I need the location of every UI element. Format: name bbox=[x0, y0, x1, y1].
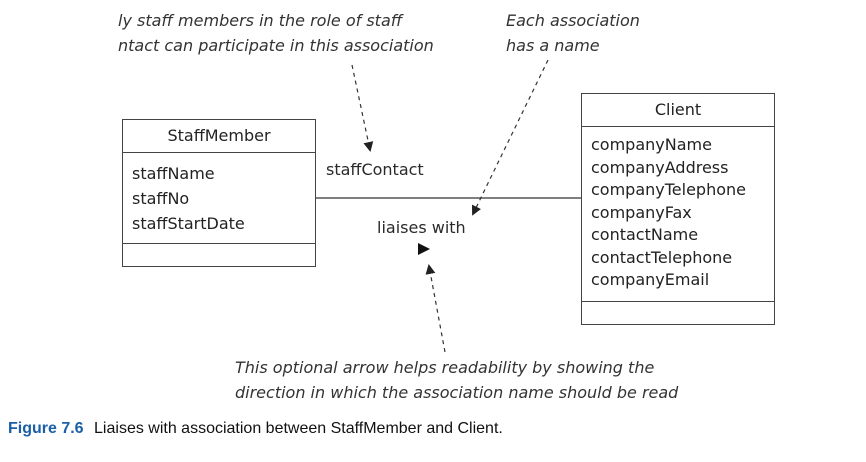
staffmember-class-box: StaffMember staffName staffNo staffStart… bbox=[122, 119, 316, 267]
direction-note-line-1: This optional arrow helps readability by… bbox=[235, 358, 655, 377]
client-operations bbox=[582, 302, 774, 324]
association-name-note-line-1: Each association bbox=[506, 11, 640, 30]
participation-note: ly staff members in the role of staff nt… bbox=[118, 8, 448, 58]
direction-note-pointer bbox=[425, 264, 446, 353]
client-attribute: companyTelephone bbox=[591, 180, 746, 199]
staffmember-attribute: staffName bbox=[132, 164, 215, 183]
client-attribute: companyFax bbox=[591, 202, 692, 222]
client-class-name: Client bbox=[582, 94, 774, 127]
staffmember-attributes: staffName staffNo staffStartDate bbox=[123, 153, 315, 244]
client-attributes: companyName companyAddress companyTeleph… bbox=[582, 127, 774, 302]
association-name-note-line-2: has a name bbox=[506, 36, 600, 55]
client-class-box: Client companyName companyAddress compan… bbox=[581, 93, 775, 325]
participation-note-line-1: ly staff members in the role of staff bbox=[118, 11, 403, 30]
figure-caption-text: Liaises with association between StaffMe… bbox=[94, 420, 503, 437]
staffmember-class-name: StaffMember bbox=[123, 120, 315, 153]
direction-note: This optional arrow helps readability by… bbox=[235, 355, 678, 405]
client-attribute: contactName bbox=[591, 225, 699, 244]
association-name-note: Each association has a name bbox=[506, 8, 640, 58]
client-attribute: companyAddress bbox=[591, 157, 729, 177]
figure-caption: Figure 7.6 Liaises with association betw… bbox=[8, 420, 503, 438]
role-label: staffContact bbox=[326, 160, 424, 179]
figure-number: Figure 7.6 bbox=[8, 420, 84, 437]
client-attribute: contactTelephone bbox=[591, 247, 733, 267]
role-note-pointer bbox=[351, 64, 374, 152]
staffmember-attribute: staffNo bbox=[132, 189, 190, 208]
association-name-label: liaises with bbox=[377, 218, 466, 237]
name-note-pointer bbox=[472, 59, 549, 216]
staffmember-operations bbox=[123, 244, 315, 266]
participation-note-line-2: ntact can participate in this associatio… bbox=[118, 36, 434, 55]
client-attribute: companyName bbox=[591, 135, 712, 154]
staffmember-attribute: staffStartDate bbox=[132, 214, 245, 233]
direction-arrow-icon bbox=[418, 243, 430, 255]
client-attribute: companyEmail bbox=[591, 270, 710, 289]
direction-note-line-2: direction in which the association name … bbox=[235, 383, 679, 402]
